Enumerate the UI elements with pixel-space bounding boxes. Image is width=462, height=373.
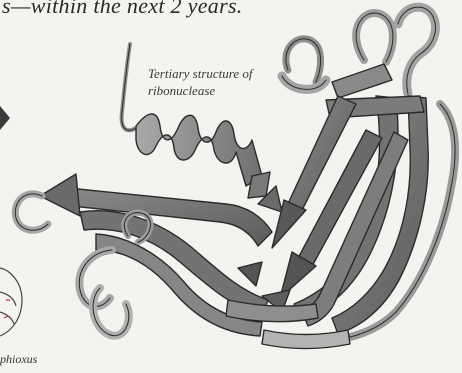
figure-label-line-1: Tertiary structure of (148, 65, 253, 82)
top-caption: s—within the next 2 years. (2, 0, 243, 19)
figure-label: Tertiary structure of ribonuclease (148, 65, 253, 99)
bottom-caption: phioxus (0, 352, 37, 367)
figure-label-line-2: ribonuclease (148, 82, 253, 99)
